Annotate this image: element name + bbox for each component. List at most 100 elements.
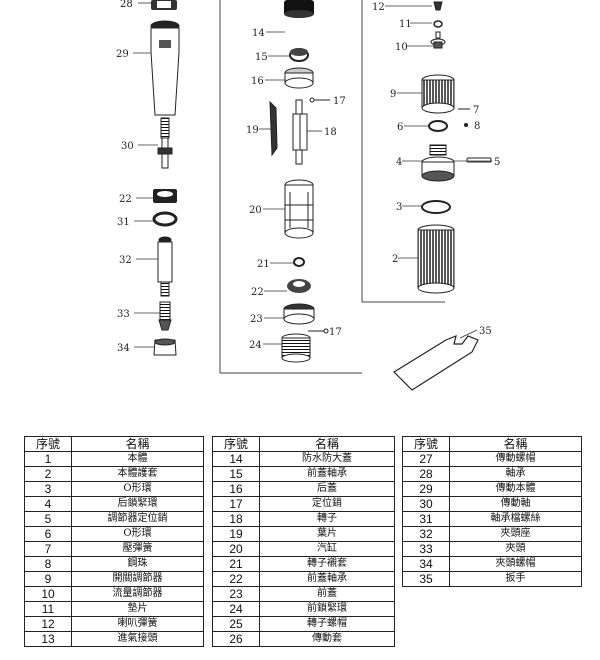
callout-23: 23 — [250, 314, 263, 325]
part-name-cell: 葉片 — [259, 526, 395, 542]
part-10-flow-regulator — [430, 31, 446, 49]
part-12-spring — [433, 1, 443, 11]
part-name-cell: 本體護套 — [71, 466, 204, 482]
part-name-cell: 鋼珠 — [71, 556, 204, 572]
part-number-cell: 3 — [24, 481, 72, 497]
callout-30: 30 — [121, 141, 134, 152]
part-14-dust-cap — [284, 0, 314, 18]
callout-6: 6 — [397, 122, 403, 133]
part-17-pin-top — [309, 97, 330, 103]
part-17-pin-bottom — [308, 328, 329, 334]
part-name-cell: 扳手 — [449, 571, 582, 587]
part-name-cell: 前蓋軸承 — [259, 466, 395, 482]
part-22-front-bearing-mid — [287, 279, 311, 293]
part-32-chuck-seat — [157, 236, 173, 297]
callout-33: 33 — [117, 309, 130, 320]
part-name-cell: 轉子 — [259, 511, 395, 527]
part-9-switch-regulator — [421, 74, 455, 114]
part-number-cell: 17 — [212, 496, 260, 512]
callout-7: 7 — [473, 105, 479, 116]
part-4-rear-lock-ring — [421, 144, 455, 182]
part-name-cell: O形環 — [71, 526, 204, 542]
header-number: 序號 — [24, 436, 72, 452]
part-number-cell: 26 — [212, 631, 260, 647]
header-name: 名稱 — [449, 436, 582, 452]
part-name-cell: 轉子襯套 — [259, 556, 395, 572]
group-divider-lines — [219, 0, 445, 374]
callout-20: 20 — [249, 205, 262, 216]
exploded-parts-diagram: 28 29 30 22 31 32 33 34 — [116, 0, 500, 391]
part-number-cell: 16 — [212, 481, 260, 497]
part-19-vane — [269, 100, 278, 157]
callout-35: 35 — [479, 326, 492, 337]
callout-34: 34 — [117, 343, 130, 354]
part-number-cell: 2 — [24, 466, 72, 482]
callout-11: 11 — [399, 19, 412, 30]
part-number-cell: 35 — [402, 571, 450, 587]
callout-21: 21 — [257, 259, 270, 270]
part-number-cell: 21 — [212, 556, 260, 572]
part-number-cell: 5 — [24, 511, 72, 527]
part-name-cell: 本體 — [71, 451, 204, 467]
part-name-cell: 前鎖緊環 — [259, 601, 395, 617]
callout-14: 14 — [252, 28, 265, 39]
part-number-cell: 25 — [212, 616, 260, 632]
part-name-cell: 軸承 — [449, 466, 582, 482]
part-name-cell: 進氣接頭 — [71, 631, 204, 647]
part-name-cell: 軸承檔螺絲 — [449, 511, 582, 527]
callout-18: 18 — [324, 127, 337, 138]
part-name-cell: 前蓋 — [259, 586, 395, 602]
part-number-cell: 15 — [212, 466, 260, 482]
part-name-cell: 防水防大蓋 — [259, 451, 395, 467]
part-number-cell: 10 — [24, 586, 72, 602]
part-name-cell: 后蓋 — [259, 481, 395, 497]
callout-3: 3 — [396, 202, 402, 213]
part-number-cell: 7 — [24, 541, 72, 557]
part-name-cell: 夾頭螺帽 — [449, 556, 582, 572]
callout-17-bottom: 17 — [329, 327, 342, 338]
header-name: 名稱 — [71, 436, 204, 452]
part-number-cell: 34 — [402, 556, 450, 572]
part-number-cell: 23 — [212, 586, 260, 602]
callout-29: 29 — [116, 49, 129, 60]
part-name-cell: 轉子螺帽 — [259, 616, 395, 632]
part-15-front-bearing — [289, 48, 309, 62]
part-number-cell: 6 — [24, 526, 72, 542]
callout-8: 8 — [474, 121, 480, 132]
part-number-cell: 30 — [402, 496, 450, 512]
part-18-rotor — [292, 99, 308, 165]
part-11-washer — [433, 20, 443, 28]
part-31-screw — [152, 211, 178, 227]
part-number-cell: 28 — [402, 466, 450, 482]
part-name-cell: 前蓋軸承 — [259, 571, 395, 587]
callout-10: 10 — [395, 42, 408, 53]
callout-15: 15 — [255, 52, 268, 63]
callout-19: 19 — [246, 125, 259, 136]
part-name-cell: 傳動本體 — [449, 481, 582, 497]
part-8-steel-ball — [464, 123, 468, 127]
callout-9: 9 — [390, 89, 396, 100]
callout-2: 2 — [392, 254, 398, 265]
part-34-collet-nut — [153, 338, 177, 356]
